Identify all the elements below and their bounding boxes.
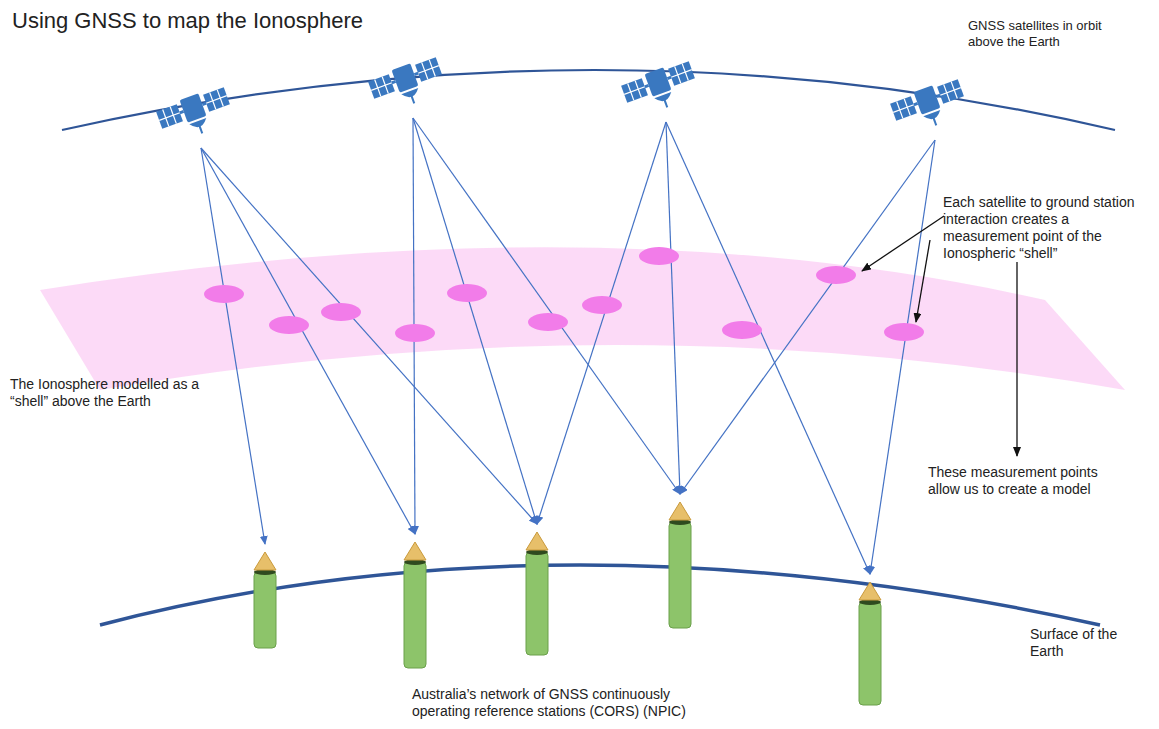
signal-path [666, 122, 680, 494]
signal-path [201, 148, 415, 534]
signal-path [413, 118, 680, 494]
antenna-cone [859, 582, 881, 600]
cors-station [859, 602, 881, 705]
measurement-point [204, 285, 244, 303]
illustration-parts [156, 57, 970, 705]
antenna-cone [526, 532, 548, 550]
satellite-icon [368, 57, 448, 115]
measurement-point [639, 247, 679, 265]
cors-station [526, 552, 548, 655]
antenna-cone [404, 542, 426, 560]
signal-path [680, 140, 935, 494]
earth-surface [100, 565, 1100, 625]
signal-path [201, 148, 265, 544]
measurement-point [447, 284, 487, 302]
measurement-point [321, 303, 361, 321]
measurement-point [722, 321, 762, 339]
measurement-point [884, 323, 924, 341]
measurement-point [582, 296, 622, 314]
signal-path [666, 122, 870, 574]
note: Australia’s network of GNSS continuously… [412, 686, 712, 720]
note: GNSS satellites in orbit above the Earth [968, 18, 1118, 50]
antenna-cone [669, 502, 691, 520]
cors-station [669, 522, 691, 628]
ionosphere-shell [40, 247, 1125, 390]
antenna-cone [254, 552, 276, 570]
satellite-icon [890, 79, 970, 137]
note: The Ionosphere modelled as a “shell” abo… [10, 376, 210, 410]
leader-line [1016, 262, 1017, 456]
measurement-point [816, 266, 856, 284]
measurement-point [395, 324, 435, 342]
leader-line [916, 240, 930, 322]
cors-station [404, 562, 426, 668]
callout-text: Each satellite to ground station interac… [943, 194, 1148, 262]
leader-line [862, 216, 944, 271]
signal-path [413, 118, 537, 524]
measurement-point [528, 313, 568, 331]
measurement-point [269, 316, 309, 334]
satellite-icon [621, 61, 701, 119]
note: These measurement points allow us to cre… [928, 464, 1133, 498]
satellite-icon [156, 87, 236, 145]
signal-path [201, 148, 537, 524]
signal-path [870, 140, 935, 574]
note: Surface of the Earth [1030, 626, 1120, 660]
diagram-title: Using GNSS to map the Ionosphere [12, 8, 363, 35]
cors-station [254, 572, 276, 648]
